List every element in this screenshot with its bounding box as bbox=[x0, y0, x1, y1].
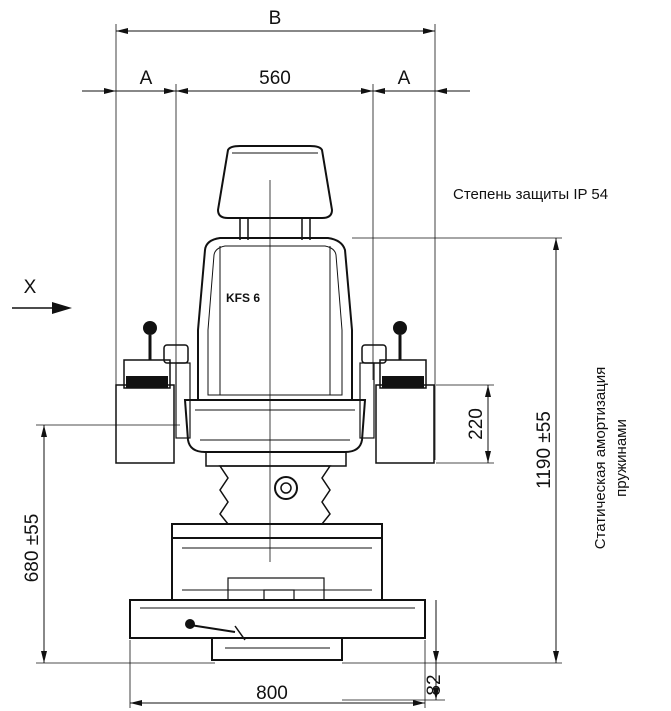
bottom-dimensions bbox=[129, 640, 426, 708]
base-plate bbox=[129, 599, 426, 641]
swivel-mount bbox=[211, 637, 343, 661]
left-dimensions bbox=[36, 424, 215, 664]
view-direction-arrow bbox=[12, 302, 72, 314]
backrest bbox=[197, 237, 353, 401]
dim-label-800: 800 bbox=[256, 683, 288, 704]
left-console bbox=[115, 321, 191, 464]
headrest bbox=[216, 145, 334, 240]
view-direction-label: X bbox=[24, 277, 37, 298]
protection-note: Степень защиты IP 54 bbox=[453, 186, 608, 203]
dim-label-a-left: A bbox=[140, 68, 153, 89]
dim-label-680: 680 ±55 bbox=[22, 514, 43, 583]
model-label: KFS 6 bbox=[226, 291, 260, 305]
dim-label-b: B bbox=[269, 8, 282, 29]
suspension-bellows bbox=[205, 451, 347, 525]
suspension-note-line1: Статическая амортизация bbox=[592, 367, 609, 550]
suspension-unit bbox=[171, 523, 383, 601]
dim-label-1190: 1190 ±55 bbox=[534, 411, 555, 489]
top-dimensions bbox=[82, 24, 470, 460]
right-dimensions bbox=[342, 237, 562, 701]
seat-cushion bbox=[183, 399, 367, 453]
right-console bbox=[359, 321, 435, 464]
suspension-note-line2: пружинами bbox=[613, 419, 630, 497]
dim-label-560: 560 bbox=[259, 68, 291, 89]
dim-label-82: 82 bbox=[424, 674, 445, 695]
dim-label-a-right: A bbox=[398, 68, 411, 89]
dim-label-220: 220 bbox=[466, 408, 487, 440]
